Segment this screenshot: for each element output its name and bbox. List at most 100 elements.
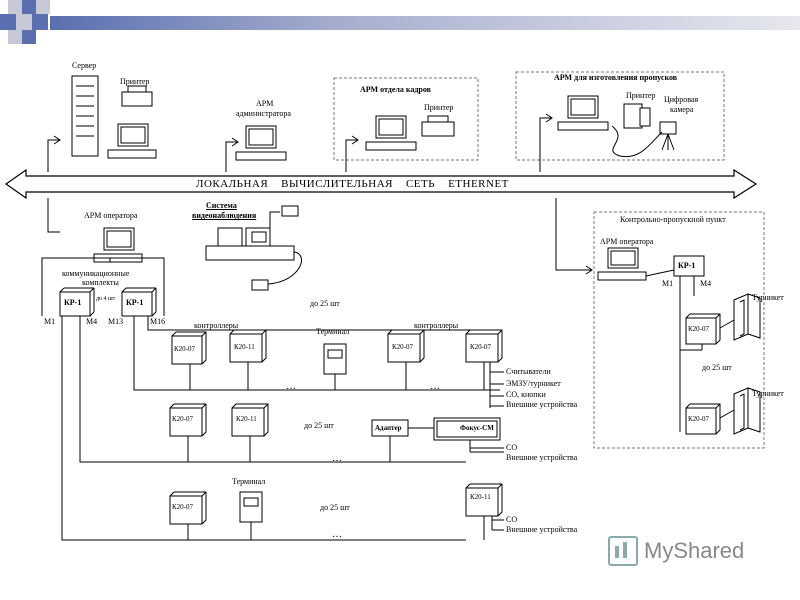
pass-box	[515, 71, 725, 161]
label-m1: М1	[44, 317, 56, 326]
label-readers: Считыватели	[506, 367, 551, 376]
label-c2: К20-11	[234, 343, 255, 351]
ctrl-10	[685, 403, 721, 435]
label-arm-admin-1: АРМ	[256, 99, 274, 108]
printer-1	[121, 91, 153, 107]
corner-square-8	[22, 30, 36, 44]
label-c8: К20-11	[470, 493, 491, 501]
label-arm-admin-2: администратора	[236, 109, 291, 118]
printer-2	[421, 121, 455, 137]
camera	[659, 121, 677, 135]
label-network: ЛОКАЛЬНАЯ ВЫЧИСЛИТЕЛЬНАЯ СЕТЬ ETHERNET	[196, 178, 509, 190]
logo-icon	[608, 536, 638, 566]
label-controllers-b: контроллеры	[414, 321, 459, 330]
label-up-to-4: до 4 шт	[96, 296, 116, 302]
corner-square-6	[32, 14, 48, 30]
terminal-1	[323, 343, 347, 375]
printer-3	[623, 103, 643, 129]
ctrl-7	[169, 491, 207, 525]
label-m16: М16	[150, 317, 166, 326]
myshared-logo: MyShared	[608, 536, 744, 566]
kp1-b-box	[121, 291, 153, 317]
label-video-2: видеонаблюдения	[192, 211, 257, 220]
label-ellipsis-2: …	[430, 381, 440, 392]
label-c1: К20-07	[174, 345, 195, 353]
label-printer-1: Принтер	[120, 77, 150, 86]
label-arm-operator: АРМ оператора	[84, 211, 138, 220]
label-emzu: ЭМЗУ/турникет	[506, 379, 561, 388]
corner-square-1	[8, 0, 22, 14]
video-camera-2	[251, 279, 269, 291]
ctrl-8	[465, 483, 503, 517]
terminal-2	[239, 491, 263, 523]
ctrl-4	[465, 329, 503, 363]
label-ext-dev-2: Внешние устройства	[506, 453, 578, 462]
label-comm-2: комплекты	[82, 278, 119, 287]
label-ellipsis-1: …	[286, 381, 296, 392]
label-camera-1: Цифровая	[664, 95, 699, 104]
kp1-a-box	[59, 291, 91, 317]
hr-box	[333, 77, 479, 161]
label-ext-dev-1: Внешние устройства	[506, 400, 578, 409]
ctrl-2	[229, 329, 267, 363]
label-controllers-a: контроллеры	[194, 321, 239, 330]
label-c6: К20-11	[236, 415, 257, 423]
label-kp1-a: КР-1	[64, 298, 82, 307]
label-ellipsis-3: …	[332, 453, 342, 464]
label-camera-2: камера	[670, 105, 694, 114]
label-m4b: М4	[700, 279, 712, 288]
label-adapter: Адаптер	[375, 424, 402, 432]
label-arm-hr: АРМ отдела кадров	[360, 85, 431, 94]
label-ext-dev-3: Внешние устройства	[506, 525, 578, 534]
label-ellipsis-4: …	[332, 529, 342, 540]
label-co-2: СО	[506, 443, 518, 452]
label-turnstile-2: Турникет	[752, 389, 784, 398]
logo-text: MyShared	[644, 538, 745, 563]
corner-square-2	[22, 0, 36, 14]
label-m1b: М1	[662, 279, 674, 288]
label-focus: Фокус-СМ	[460, 424, 494, 432]
video-camera-1	[281, 205, 299, 217]
label-co-3: СО	[506, 515, 518, 524]
label-kp1-b: КР-1	[126, 298, 144, 307]
corner-square-3	[36, 0, 50, 14]
turnstile-2	[733, 387, 761, 435]
label-c10: К20-07	[688, 415, 709, 423]
label-co-buttons: СО, кнопки	[506, 390, 546, 399]
label-c3: К20-07	[392, 343, 413, 351]
label-up-to-25-a: до 25 шт	[310, 299, 340, 308]
ctrl-6	[231, 403, 269, 437]
checkpoint-box	[593, 211, 765, 449]
label-server: Сервер	[72, 61, 97, 70]
label-up-to-25-b: до 25 шт	[304, 421, 334, 430]
ctrl-9	[685, 313, 721, 345]
ctrl-5	[169, 403, 207, 437]
corner-square-5	[16, 14, 32, 30]
kp1-c-box	[673, 255, 705, 277]
label-c7: К20-07	[172, 503, 193, 511]
ctrl-3	[387, 329, 425, 363]
label-c9: К20-07	[688, 325, 709, 333]
label-kp1-c: КР-1	[678, 261, 696, 270]
label-m13: М13	[108, 317, 124, 326]
header-bar	[50, 16, 800, 30]
label-terminal-a: Терминал	[316, 327, 350, 336]
corner-square-7	[8, 30, 22, 44]
label-arm-pass: АРМ для изготовления пропусков	[554, 73, 678, 82]
corner-square-4	[0, 14, 16, 30]
label-video-1: Система	[206, 201, 237, 210]
label-printer-2: Принтер	[424, 103, 454, 112]
label-printer-3: Принтер	[626, 91, 656, 100]
turnstile-1	[733, 293, 761, 341]
label-up-to-25-c: до 25 шт	[320, 503, 350, 512]
label-terminal-b: Терминал	[232, 477, 266, 486]
label-c5: К20-07	[172, 415, 193, 423]
label-turnstile-1: Турникет	[752, 293, 784, 302]
ctrl-1	[171, 331, 207, 365]
video-system	[205, 245, 295, 261]
network-arrow	[4, 168, 758, 200]
label-comm-1: коммуникационные	[62, 269, 130, 278]
label-up-to-25-d: до 25 шт	[702, 363, 732, 372]
